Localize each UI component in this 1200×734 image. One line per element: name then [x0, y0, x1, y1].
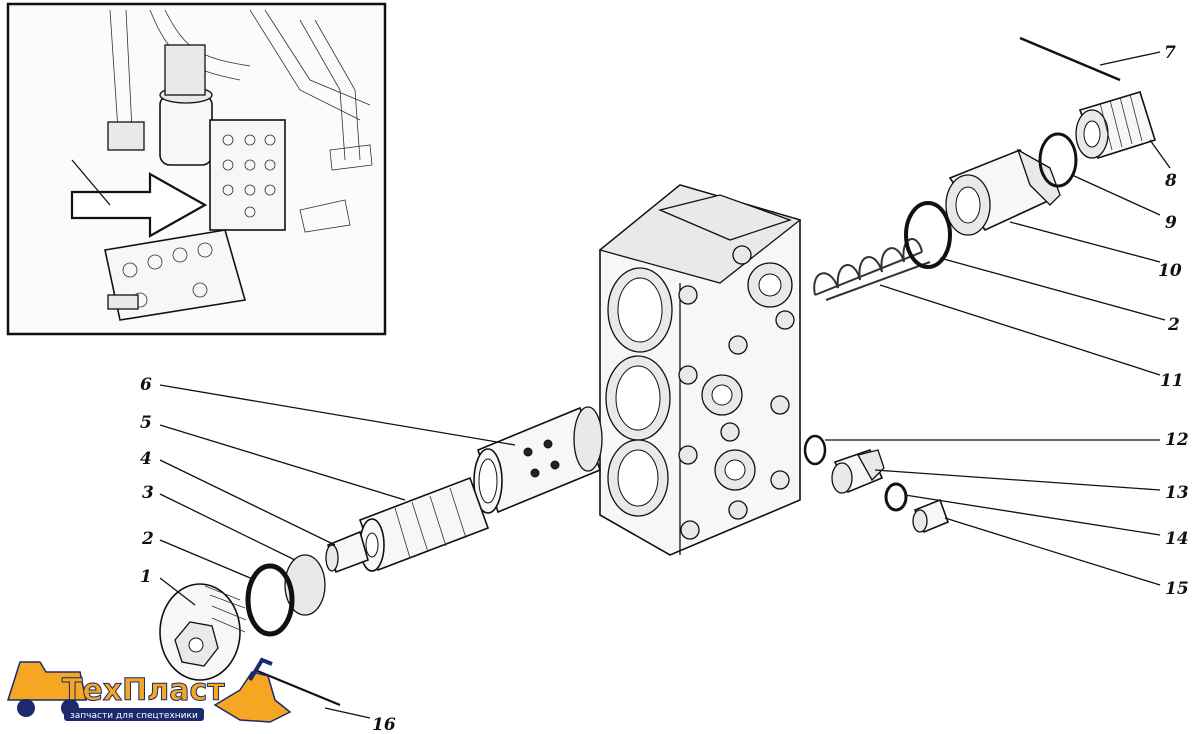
callout-14: 14 — [1165, 529, 1189, 549]
part-3-disc — [284, 554, 326, 616]
callout-2-left: 2 — [141, 529, 154, 549]
part-8-fitting — [1075, 91, 1157, 159]
part-7-pin — [1019, 36, 1121, 82]
part-15-plug — [912, 498, 950, 534]
callout-9: 9 — [1165, 213, 1177, 233]
part-1-plug — [159, 583, 247, 681]
brand-logo: ТехПласт запчасти для спецтехники — [6, 657, 292, 723]
callout-10: 10 — [1158, 261, 1182, 281]
pointer-arrow — [70, 172, 208, 238]
part-11-spring — [813, 238, 931, 301]
brand-name: ТехПласт — [62, 673, 225, 708]
callout-8: 8 — [1164, 171, 1177, 191]
part-9-ring — [1038, 132, 1078, 188]
callout-4: 4 — [140, 449, 152, 469]
part-12-oring — [803, 434, 827, 466]
callout-13: 13 — [1165, 483, 1189, 503]
valve-body — [598, 184, 802, 556]
part-14-washer — [884, 482, 908, 512]
callout-7: 7 — [1164, 43, 1176, 63]
callout-12: 12 — [1165, 430, 1189, 450]
callout-11: 11 — [1160, 371, 1184, 391]
part-16-pin — [254, 668, 341, 707]
callout-6: 6 — [140, 375, 152, 395]
callout-2-right: 2 — [1167, 315, 1180, 335]
callout-1: 1 — [140, 567, 152, 587]
part-2-ring-upper — [904, 201, 952, 269]
part-10-nut — [945, 148, 1061, 236]
brand-tagline: запчасти для спецтехники — [70, 711, 198, 721]
inset-panel — [6, 2, 387, 336]
part-6-sleeve — [473, 406, 603, 514]
callout-3: 3 — [142, 483, 154, 503]
part-13-union — [831, 449, 885, 494]
callout-15: 15 — [1165, 579, 1189, 599]
leader-lines — [159, 51, 1171, 719]
callout-labels: 1 2 3 4 5 6 7 8 9 10 2 11 12 13 14 15 16 — [140, 43, 1189, 734]
callout-16: 16 — [372, 715, 396, 734]
part-4-pin — [325, 530, 369, 574]
callout-5: 5 — [140, 413, 152, 433]
part-2-ring — [245, 563, 295, 637]
